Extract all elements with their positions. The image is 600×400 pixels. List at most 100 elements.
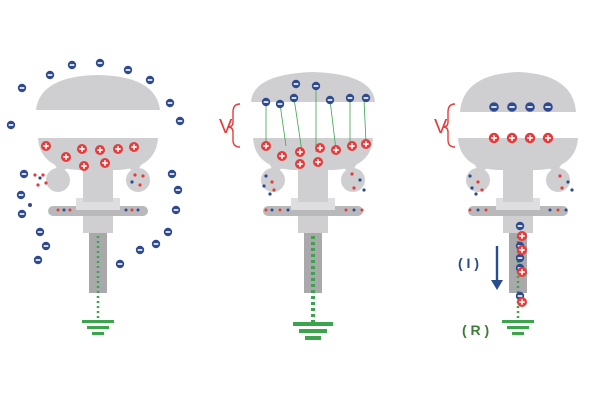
knob-left xyxy=(466,168,490,192)
charge-dot xyxy=(36,183,40,187)
charge-dot xyxy=(558,174,562,178)
upper-dome xyxy=(36,75,160,110)
minus-charge-icon xyxy=(145,75,155,85)
knob-left xyxy=(261,168,285,192)
minus-charge-icon xyxy=(17,83,27,93)
lower-bowl xyxy=(458,138,578,170)
minus-charge-icon xyxy=(95,58,105,68)
minus-charge-icon xyxy=(515,253,525,263)
plus-charge-icon xyxy=(517,297,527,307)
charge-dot xyxy=(124,208,128,212)
charge-dot xyxy=(352,186,356,190)
plus-charge-icon xyxy=(517,245,527,255)
charge-dot xyxy=(360,208,364,212)
stem-collar xyxy=(83,213,113,233)
charge-dot xyxy=(474,192,478,196)
field-line xyxy=(293,97,303,153)
charge-dot xyxy=(566,180,570,184)
charge-dot xyxy=(136,208,140,212)
minus-charge-icon xyxy=(289,93,299,103)
charge-dot xyxy=(272,188,276,192)
charge-dot xyxy=(548,208,552,212)
resistance-label: ( R ) xyxy=(462,322,489,338)
charge-dot xyxy=(68,208,72,212)
minus-charge-icon xyxy=(41,241,51,251)
minus-charge-icon xyxy=(165,98,175,108)
minus-charge-icon xyxy=(123,65,133,75)
minus-charge-icon xyxy=(45,70,55,80)
minus-charge-icon xyxy=(325,95,335,105)
plus-charge-icon xyxy=(488,132,500,144)
plus-charge-icon xyxy=(313,157,323,167)
minus-charge-icon xyxy=(361,93,371,103)
charge-dot xyxy=(130,180,134,184)
plus-charge-icon xyxy=(95,145,105,155)
base-plate xyxy=(468,206,568,216)
plus-charge-icon xyxy=(347,141,357,151)
minus-charge-icon xyxy=(6,120,16,130)
minus-charge-icon xyxy=(67,60,77,70)
minus-charge-icon xyxy=(345,93,355,103)
minus-charge-icon xyxy=(16,190,26,200)
charge-dot xyxy=(570,188,574,192)
plate-gap xyxy=(452,116,584,130)
charge-dot xyxy=(262,184,266,188)
minus-charge-icon xyxy=(261,97,271,107)
minus-charge-icon xyxy=(19,169,29,179)
charge-dot xyxy=(344,208,348,212)
minus-charge-icon xyxy=(175,116,185,126)
ground-icon xyxy=(82,320,114,335)
plus-charge-icon xyxy=(77,144,87,154)
plus-charge-icon xyxy=(524,132,536,144)
charge-dot xyxy=(468,174,472,178)
plus-charge-icon xyxy=(79,161,89,171)
plus-charge-icon xyxy=(506,132,518,144)
charge-dot xyxy=(268,192,272,196)
charge-dot xyxy=(133,173,137,177)
minus-charge-icon xyxy=(33,255,43,265)
knob-right xyxy=(341,168,365,192)
minus-charge-icon xyxy=(311,81,321,91)
plus-charge-icon xyxy=(61,152,71,162)
charge-dot xyxy=(484,208,488,212)
charge-dot xyxy=(264,208,268,212)
charge-dot xyxy=(278,208,282,212)
stem-collar xyxy=(298,213,328,233)
charge-dot xyxy=(350,172,354,176)
minus-charge-icon xyxy=(275,99,285,109)
charge-dot xyxy=(141,174,145,178)
minus-charge-icon xyxy=(163,227,173,237)
plus-charge-icon xyxy=(331,145,341,155)
plus-charge-icon xyxy=(100,158,110,168)
charge-dot xyxy=(130,208,134,212)
charge-dot xyxy=(564,208,568,212)
minus-charge-icon xyxy=(115,259,125,269)
minus-charge-icon xyxy=(507,102,517,112)
minus-charge-icon xyxy=(173,185,183,195)
panel-discharge xyxy=(442,72,584,335)
charge-dot xyxy=(470,186,474,190)
field-line xyxy=(363,99,367,143)
charge-dot xyxy=(476,180,480,184)
minus-charge-icon xyxy=(135,245,145,255)
knob-right xyxy=(546,168,570,192)
charge-dot xyxy=(362,188,366,192)
plus-charge-icon xyxy=(361,139,371,149)
knob-left xyxy=(46,168,70,192)
plus-charge-icon xyxy=(517,231,527,241)
minus-charge-icon xyxy=(171,205,181,215)
base-plate xyxy=(48,206,148,216)
charge-dot xyxy=(476,208,480,212)
minus-charge-icon xyxy=(167,169,177,179)
charge-dot xyxy=(270,180,274,184)
minus-charge-icon xyxy=(17,209,27,219)
panel-charging xyxy=(6,58,185,335)
arrow-head-icon xyxy=(491,280,503,290)
voltage-label-middle: V xyxy=(219,116,233,138)
charge-dot xyxy=(38,176,42,180)
upper-dome xyxy=(460,72,576,112)
minus-charge-icon xyxy=(291,79,301,89)
voltage-label-right: V xyxy=(434,116,448,138)
plus-charge-icon xyxy=(315,143,325,153)
current-label: ( I ) xyxy=(458,255,479,271)
